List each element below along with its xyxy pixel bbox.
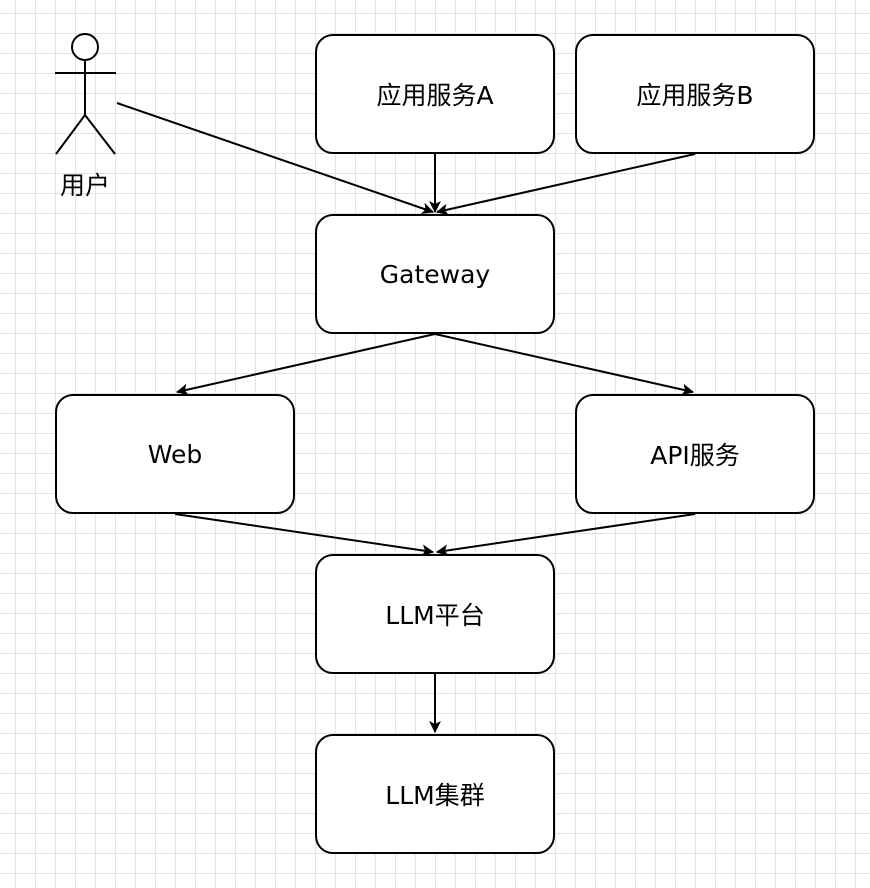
node-web-label: Web [147,439,203,469]
node-api-service-label: API服务 [650,441,740,470]
user-label: 用户 [59,171,110,200]
node-service-a[interactable]: 应用服务A [315,34,555,154]
node-llm-platform[interactable]: LLM平台 [315,554,555,674]
stick-figure-icon [55,33,116,155]
edge-web-llm-platform[interactable] [174,513,434,557]
node-service-b[interactable]: 应用服务B [575,34,815,154]
node-gateway-label: Gateway [379,259,491,289]
node-service-b-label: 应用服务B [636,81,754,110]
edge-gateway-web[interactable] [176,333,436,396]
node-web[interactable]: Web [55,394,295,514]
node-gateway[interactable]: Gateway [315,214,555,334]
edge-api-llm-platform[interactable] [436,513,696,557]
edge-service-b-gateway[interactable] [436,153,696,216]
node-llm-platform-label: LLM平台 [385,601,485,630]
node-llm-cluster-label: LLM集群 [385,781,485,810]
node-api-service[interactable]: API服务 [575,394,815,514]
user-actor[interactable]: 用户 [50,30,120,200]
edge-gateway-api[interactable] [434,333,694,396]
node-llm-cluster[interactable]: LLM集群 [315,734,555,854]
node-service-a-label: 应用服务A [376,81,494,110]
